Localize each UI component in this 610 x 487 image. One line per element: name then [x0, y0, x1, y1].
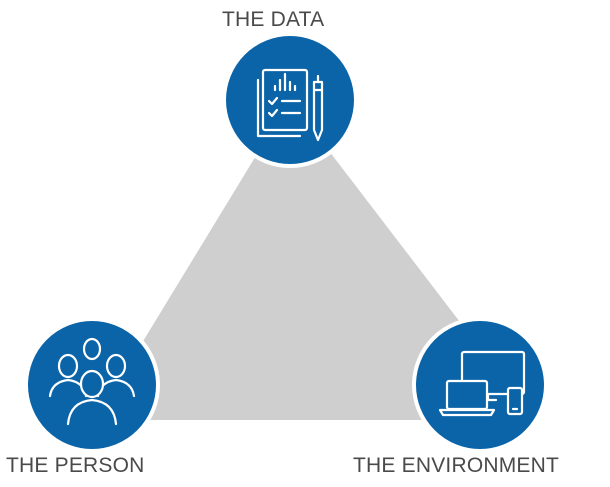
- node-person: [24, 317, 160, 453]
- node-data: [222, 32, 358, 168]
- people-group-icon: [48, 337, 136, 426]
- node-environment: [412, 317, 548, 453]
- devices-icon: [438, 350, 526, 417]
- node-person-label: THE PERSON: [6, 454, 145, 477]
- connecting-triangle: [95, 100, 535, 420]
- document-report-icon: [256, 68, 324, 142]
- node-environment-label: THE ENVIRONMENT: [353, 454, 560, 477]
- node-data-label: THE DATA: [222, 8, 325, 31]
